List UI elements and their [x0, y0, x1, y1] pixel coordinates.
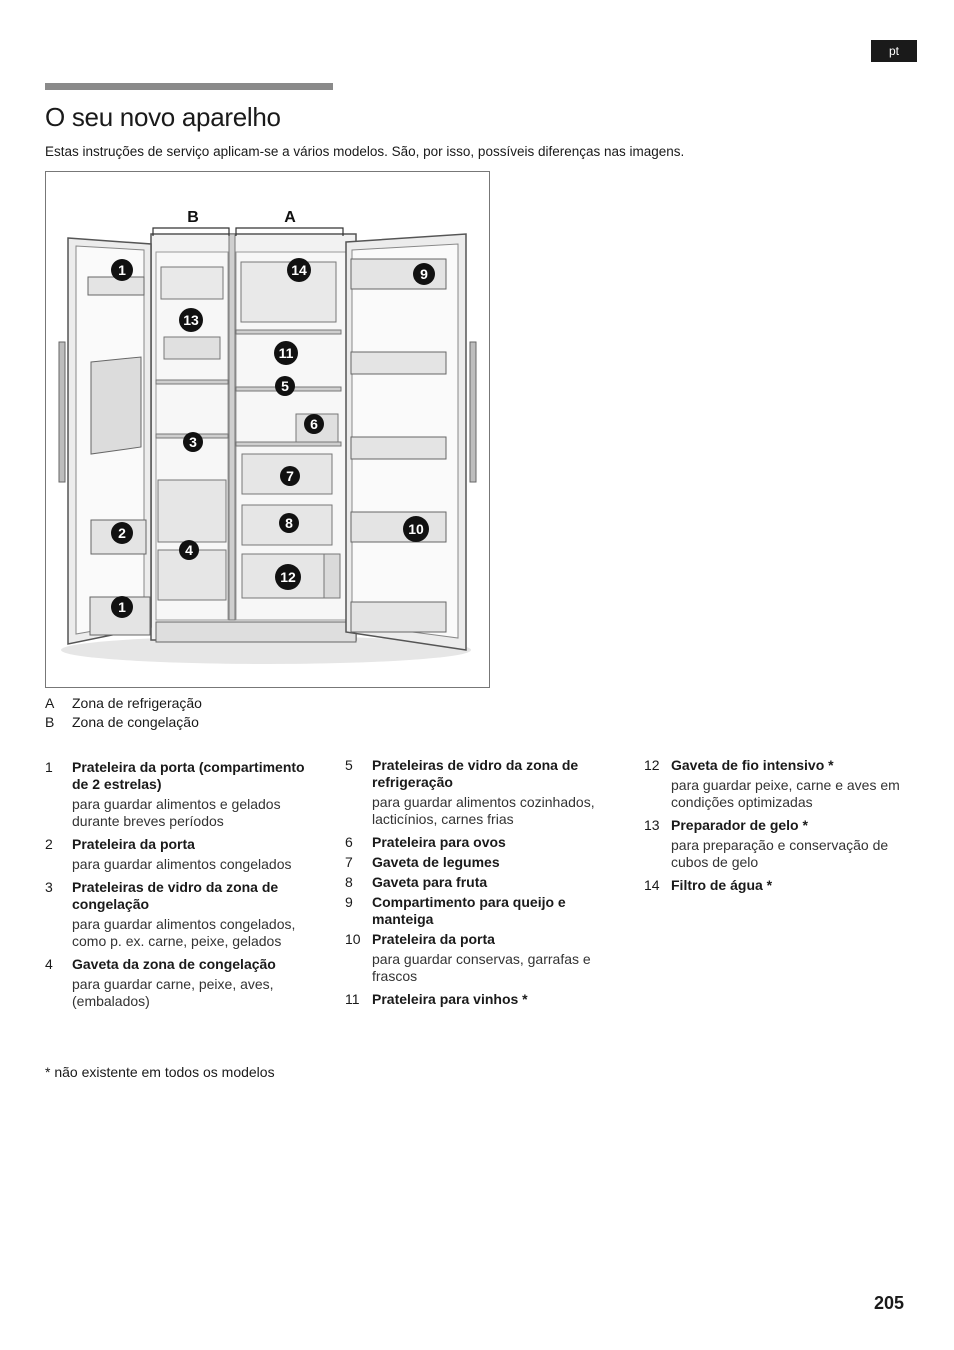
fridge-illustration: B A 1 13 11 5 3 6 7 2 4 8 10 12 1 14 9: [45, 171, 490, 688]
svg-text:14: 14: [291, 262, 307, 278]
page-number: 205: [874, 1293, 905, 1313]
svg-text:2: 2: [118, 525, 126, 541]
svg-text:8: 8: [285, 515, 293, 531]
callout-11: 11: [274, 341, 298, 365]
callout-3: 3: [183, 432, 203, 452]
callout-13: 13: [179, 308, 203, 332]
svg-text:11: 11: [279, 345, 294, 361]
svg-text:3: 3: [189, 434, 197, 450]
header-rule: [45, 83, 333, 90]
callout-2: 2: [111, 522, 133, 544]
svg-text:13: 13: [183, 312, 199, 328]
svg-text:4: 4: [185, 542, 193, 558]
svg-text:6: 6: [310, 416, 318, 432]
callout-9: 9: [413, 263, 435, 285]
callout-7: 7: [280, 466, 300, 486]
page-title: O seu novo aparelho: [45, 102, 281, 132]
callout-8: 8: [279, 513, 299, 533]
callout-14: 14: [287, 258, 311, 282]
intro-text: Estas instruções de serviço aplicam-se a…: [45, 144, 685, 159]
svg-text:7: 7: [286, 468, 294, 484]
svg-text:1: 1: [118, 599, 126, 615]
svg-text:1: 1: [118, 262, 126, 278]
zone-a-label: A: [284, 209, 296, 226]
svg-text:12: 12: [280, 569, 296, 585]
callout-10: 10: [403, 516, 429, 542]
footnote: * não existente em todos os modelos: [45, 1064, 275, 1080]
callout-6: 6: [304, 414, 324, 434]
svg-text:9: 9: [420, 266, 428, 282]
callout-12: 12: [275, 564, 301, 590]
callout-5: 5: [275, 376, 295, 396]
svg-text:10: 10: [408, 521, 424, 537]
callout-1-top: 1: [111, 259, 133, 281]
zone-b-label: B: [187, 209, 199, 226]
language-tab: pt: [871, 40, 917, 62]
callout-1-bottom: 1: [111, 596, 133, 618]
callout-4: 4: [179, 540, 199, 560]
svg-text:5: 5: [281, 378, 289, 394]
